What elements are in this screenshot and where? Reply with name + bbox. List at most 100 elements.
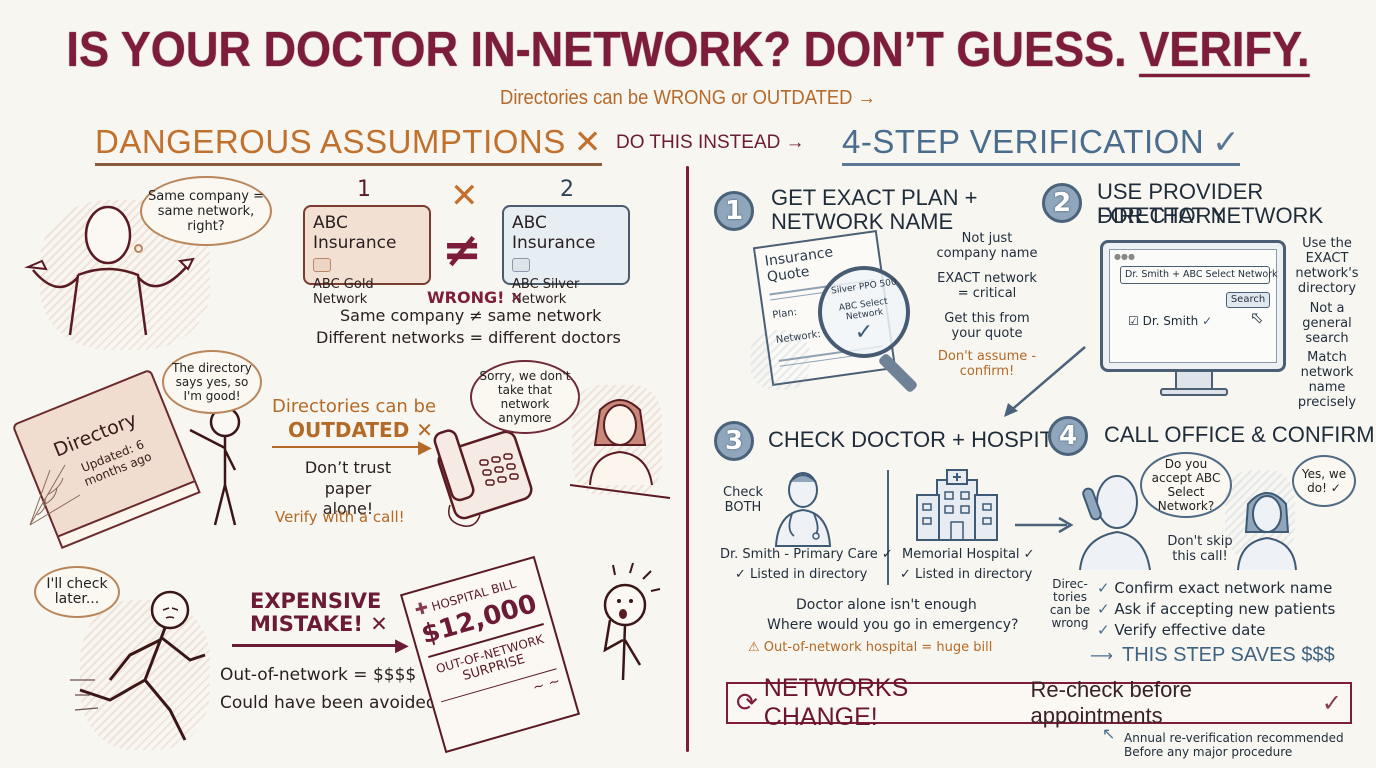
checkmark-icon: ✓: [1097, 600, 1110, 618]
checklist-text: Ask if accepting new patients: [1114, 600, 1336, 618]
step-2-title-line1: USE PROVIDER DIRECTORY: [1097, 179, 1264, 228]
doctor-status: ✓ Listed in directory: [735, 567, 868, 582]
step2-note-1: Use the EXACT network's directory: [1295, 236, 1359, 296]
page-title: IS YOUR DOCTOR IN-NETWORK? DON’T GUESS. …: [55, 22, 1321, 78]
expensive-mistake-line2: MISTAKE! ✕: [250, 612, 388, 636]
arrow-line: [272, 446, 422, 448]
step-1-badge: 1: [714, 191, 754, 231]
outdated-warning-line1: Directories can be: [272, 396, 437, 417]
section-divider: [686, 166, 689, 752]
magnifier-handle: [877, 352, 919, 394]
step1-warning: Don't assume - confirm!: [937, 349, 1037, 379]
step3-line1: Doctor alone isn't enough: [796, 597, 977, 613]
receptionist-icon: [569, 399, 671, 499]
refresh-icon: ⟳: [736, 688, 758, 718]
checkmark-icon: ✓: [1097, 621, 1110, 639]
title-main: IS YOUR DOCTOR IN-NETWORK? DON’T GUESS.: [66, 23, 1140, 77]
card-company: ABC Insurance: [512, 213, 596, 253]
check-both-label: Check BOTH: [723, 485, 763, 515]
magnifying-glass-icon: Silver PPO 500 ABC Select Network ✓: [818, 266, 919, 394]
checkmark-icon: ✓: [1212, 123, 1241, 160]
dangerous-assumptions-heading: DANGEROUS ASSUMPTIONS✕: [95, 122, 602, 166]
step-4-title: CALL OFFICE & CONFIRM: [1104, 422, 1375, 447]
step-1-title-line1: GET EXACT PLAN +: [771, 185, 978, 210]
step3-line2: Where would you go in emergency?: [767, 617, 1019, 633]
card-network: ABC Gold Network: [313, 277, 374, 307]
call-checklist: ✓ Confirm exact network name ✓ Ask if ac…: [1097, 578, 1335, 641]
step1-note-3: Get this from your quote: [944, 311, 1030, 341]
card-number-2: 2: [560, 177, 574, 202]
checklist-text: Verify effective date: [1114, 621, 1266, 639]
cursor-icon: ⬁: [1250, 308, 1264, 327]
search-result: ☑ Dr. Smith ✓: [1128, 314, 1212, 328]
title-emphasis: VERIFY.: [1139, 23, 1310, 77]
step2-note-2: Not a general search: [1302, 301, 1352, 346]
thought-bubble: I'll check later...: [34, 566, 120, 618]
directory-search-input[interactable]: Dr. Smith + ABC Select Network: [1120, 266, 1278, 284]
avoidable-note: Could have been avoided: [220, 693, 437, 713]
computer-monitor: ●●● Dr. Smith + ABC Select Network Searc…: [1100, 240, 1286, 372]
savings-callout: THIS STEP SAVES $$$: [1122, 644, 1335, 666]
card-company: ABC Insurance: [313, 213, 397, 253]
hospital-icon: [916, 469, 998, 541]
step2-note-3: Match network name precisely: [1297, 350, 1357, 410]
checklist-text: Confirm exact network name: [1114, 579, 1333, 597]
checkmark-icon: ✓: [1097, 579, 1110, 597]
monitor-base: [1160, 388, 1228, 396]
monitor-screen: ●●● Dr. Smith + ABC Select Network Searc…: [1109, 249, 1278, 363]
plan-value: Silver PPO 500: [830, 277, 898, 297]
step-1-title-line2: NETWORK NAME: [771, 209, 954, 234]
subtitle: Directories can be WRONG or OUTDATED →: [500, 87, 876, 109]
step-3-badge: 3: [714, 421, 754, 461]
medical-cross-icon: ✚: [412, 597, 431, 620]
not-equal-icon: ≠: [442, 222, 483, 278]
card-chip-icon: [313, 258, 331, 272]
office-receptionist-icon: [1237, 492, 1297, 571]
banner-note: Before any major procedure: [1124, 745, 1293, 759]
warning-text: Out-of-network hospital = huge bill: [763, 640, 993, 655]
flow-arrow-icon: [1015, 516, 1074, 534]
cobweb-icon: [29, 464, 81, 526]
card-chip-icon: [512, 258, 530, 272]
warning-icon: ⚠: [748, 640, 760, 655]
verify-call-label: Verify with a call!: [275, 508, 405, 526]
shocked-person-icon: [603, 562, 661, 681]
doctor-name: Dr. Smith - Primary Care ✓: [720, 547, 893, 562]
banner-headline: NETWORKS CHANGE!: [763, 674, 909, 731]
thought-bubble: The directory says yes, so I'm good!: [162, 350, 262, 414]
telephone-icon: [433, 429, 533, 527]
out-of-network-cost: Out-of-network = $$$$: [220, 665, 417, 685]
caller-icon: [1079, 475, 1151, 571]
search-button[interactable]: Search: [1226, 292, 1270, 308]
hospital-status: ✓ Listed in directory: [900, 567, 1033, 582]
banner-text: Re-check before appointments: [1030, 677, 1192, 728]
arrow-line: [232, 644, 400, 647]
do-this-instead-label: DO THIS INSTEAD →: [616, 132, 805, 153]
checkmark-icon: ✓: [1202, 314, 1213, 328]
card-number-1: 1: [357, 177, 371, 202]
dont-skip-note: Don't skip this call!: [1167, 534, 1233, 564]
step1-note-2: EXACT network = critical: [937, 271, 1037, 301]
banner-note: Annual re-verification recommended: [1124, 731, 1344, 745]
checklist-item: ✓ Verify effective date: [1097, 620, 1335, 641]
step3-warning: ⚠ Out-of-network hospital = huge bill: [748, 640, 992, 655]
hospital-bill-document: ✚ HOSPITAL BILL $12,000 OUT-OF-NETWORK S…: [399, 555, 581, 754]
caller-speech-bubble: Do you accept ABC Select Network?: [1140, 452, 1232, 518]
assumption-line-1: Same company ≠ same network: [340, 306, 602, 325]
checklist-item: ✓ Ask if accepting new patients: [1097, 599, 1335, 620]
step-2-title-line2: FOR THAT NETWORK: [1097, 203, 1324, 228]
checkmark-icon: ✓: [854, 320, 874, 345]
heading-text: 4-STEP VERIFICATION: [842, 123, 1205, 160]
checkbox-icon: ☑: [1128, 314, 1139, 328]
card-network: ABC Silver Network: [512, 277, 580, 307]
thought-bubble: Same company = same network, right?: [140, 176, 272, 246]
note-arrow-icon: ↖: [1102, 724, 1116, 743]
window-dots: ●●●: [1114, 252, 1135, 261]
wrong-label: WRONG! ✕: [427, 288, 524, 307]
receptionist-speech-bubble: Sorry, we don't take that network anymor…: [470, 360, 580, 434]
dont-trust-line1: Don’t trust: [304, 458, 392, 477]
checkmark-icon: ✓: [1321, 689, 1342, 717]
savings-arrow-icon: ⟶: [1090, 646, 1113, 665]
running-person-icon: [70, 590, 206, 741]
dont-trust-line2: paper alone!: [322, 479, 374, 518]
